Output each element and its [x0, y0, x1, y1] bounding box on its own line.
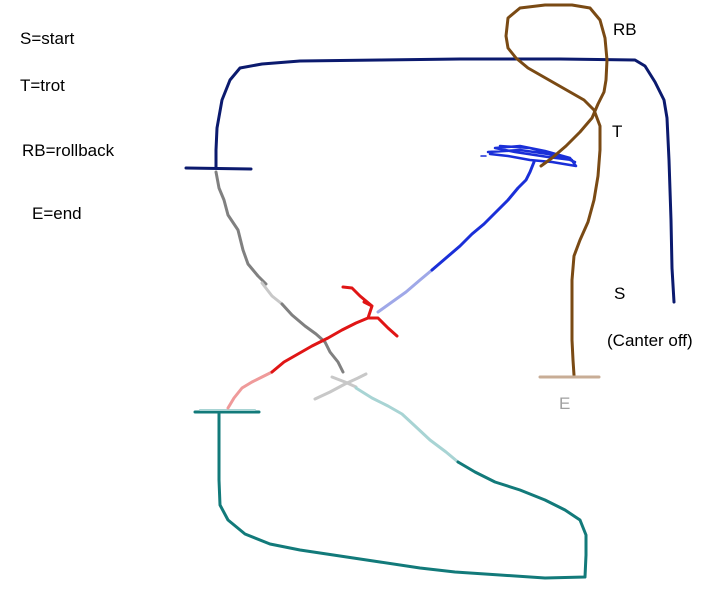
light-gray-cross: [313, 372, 368, 401]
brown-rollback-path: [504, 3, 609, 377]
red-path: [270, 285, 399, 374]
pink-path: [226, 370, 274, 410]
legend-start-label: S=start: [20, 29, 75, 48]
light-gray-segment-1: [260, 281, 284, 306]
light-teal-path: [354, 386, 460, 464]
legend-end-label: E=end: [32, 204, 82, 223]
periwinkle-path: [376, 268, 434, 314]
end-marker: E: [559, 394, 571, 413]
legend-rollback-label: RB=rollback: [22, 141, 115, 160]
start-marker: S: [614, 284, 626, 303]
gray-path: [214, 170, 268, 286]
canter-off-note: (Canter off): [607, 331, 693, 350]
gray-path-lower: [280, 302, 345, 374]
navy-crossbar: [184, 166, 253, 171]
rollback-marker: RB: [613, 20, 637, 39]
legend-trot-label: T=trot: [20, 76, 65, 95]
trot-marker: T: [612, 122, 623, 141]
blue-path: [430, 160, 536, 272]
teal-path: [217, 411, 588, 580]
navy-canter-path: [214, 57, 676, 304]
